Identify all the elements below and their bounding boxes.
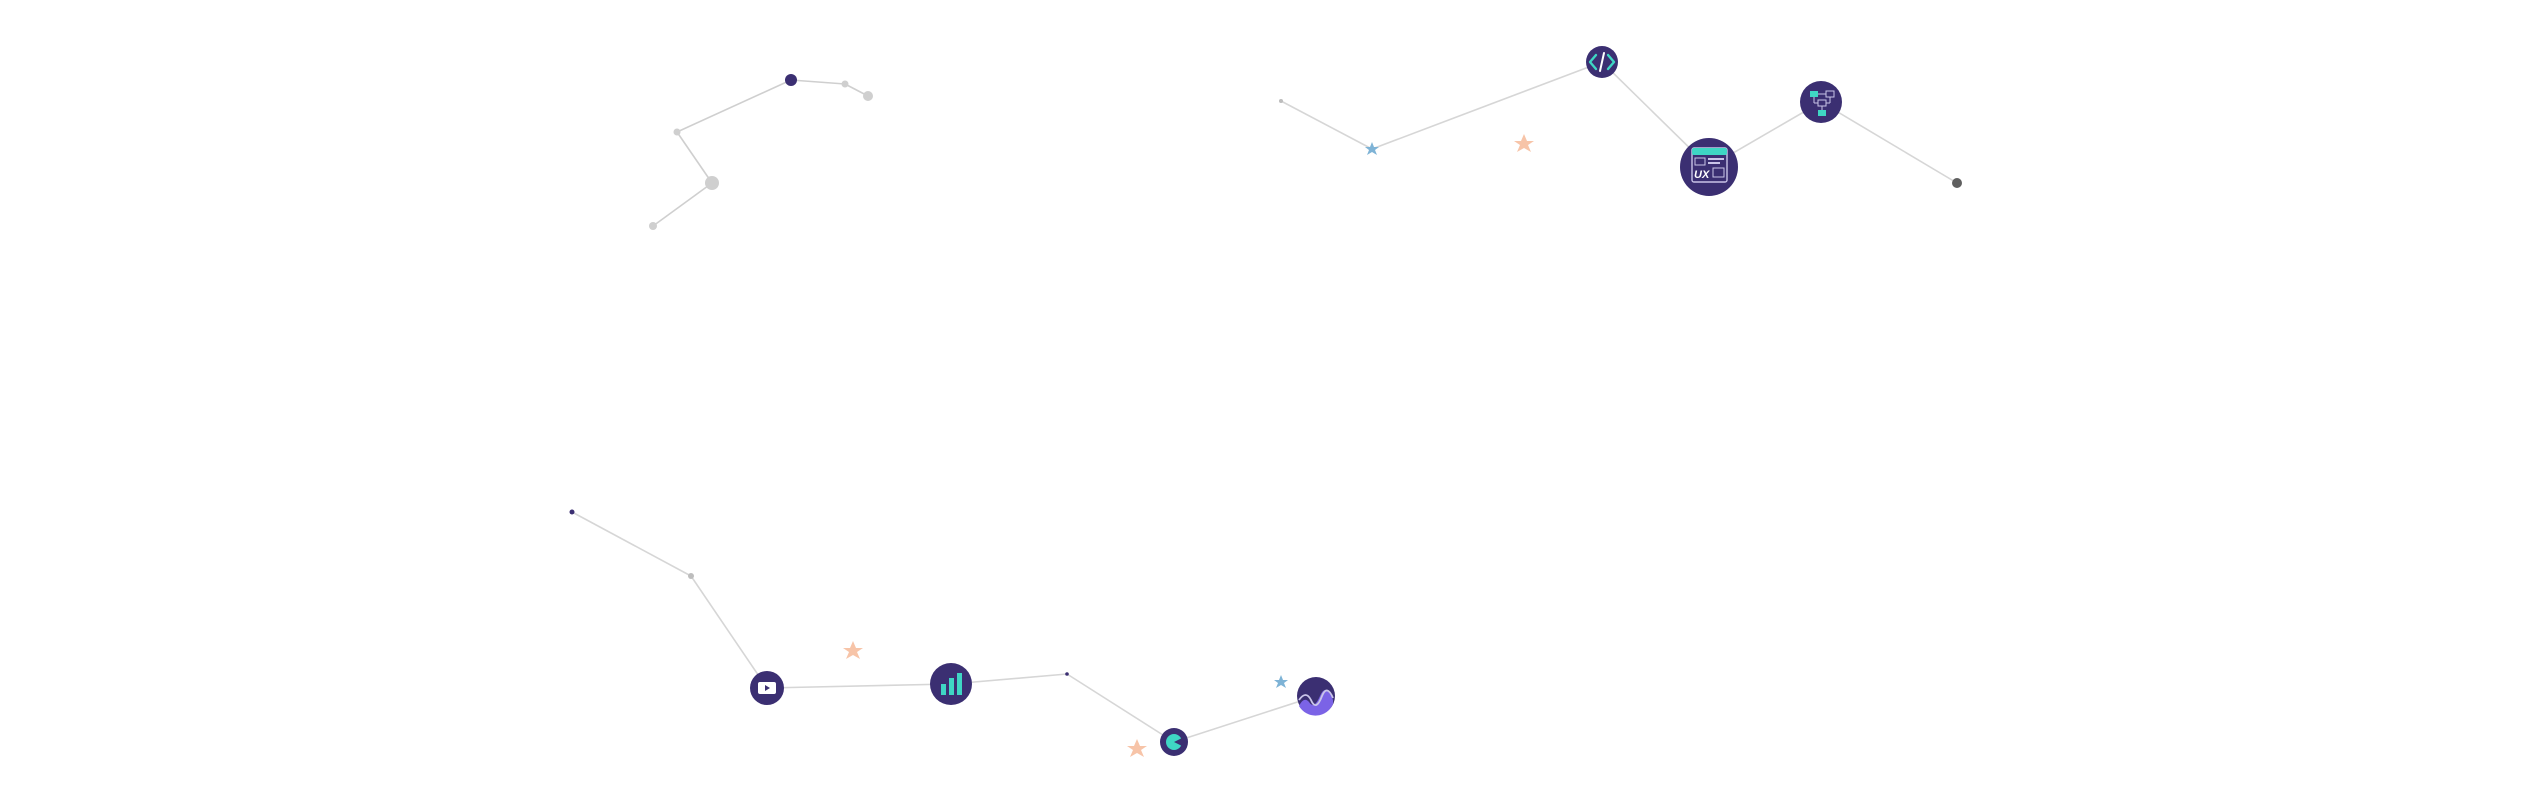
connector-line <box>1280 100 1373 150</box>
constellation-bottom-lines <box>571 511 1317 743</box>
svg-text:UX: UX <box>1694 169 1710 181</box>
constellation-top-right-lines <box>1280 61 1958 184</box>
node-dot <box>649 222 657 230</box>
pie-chart-icon <box>1160 728 1188 756</box>
node-dot <box>688 573 694 579</box>
node-dot-dark <box>785 74 797 86</box>
node-dot <box>1279 99 1283 103</box>
connector-line <box>766 683 952 689</box>
connector-line <box>1173 695 1317 743</box>
connector-line <box>676 79 792 133</box>
ux-design-icon: UX <box>1680 138 1738 196</box>
flowchart-icon <box>1800 81 1842 123</box>
connector-line <box>690 575 768 689</box>
node-dot-dark <box>1952 178 1962 188</box>
connector-line <box>790 79 846 85</box>
star-icon <box>1127 739 1147 757</box>
node-dot-dark <box>569 509 575 515</box>
wave-icon <box>1297 677 1335 716</box>
connector-line <box>1820 101 1958 184</box>
star-icon <box>1514 134 1534 152</box>
node-dot <box>863 91 873 101</box>
connector-line <box>1371 61 1603 150</box>
code-icon <box>1586 46 1618 78</box>
connector-line <box>676 131 713 184</box>
connector-line <box>571 511 692 577</box>
node-dot <box>673 128 681 136</box>
star-icon <box>1365 142 1379 155</box>
star-icon <box>843 641 863 659</box>
video-play-icon <box>750 671 784 705</box>
constellation-top-left-dots <box>649 74 873 230</box>
node-dot <box>705 176 719 190</box>
node-dot <box>841 80 849 88</box>
bar-chart-icon <box>930 663 972 705</box>
star-icon <box>1274 675 1288 688</box>
connector-line <box>1066 673 1175 743</box>
constellation-top-left <box>652 79 869 227</box>
node-dot-dark <box>1065 672 1069 676</box>
connector-line <box>652 182 713 227</box>
